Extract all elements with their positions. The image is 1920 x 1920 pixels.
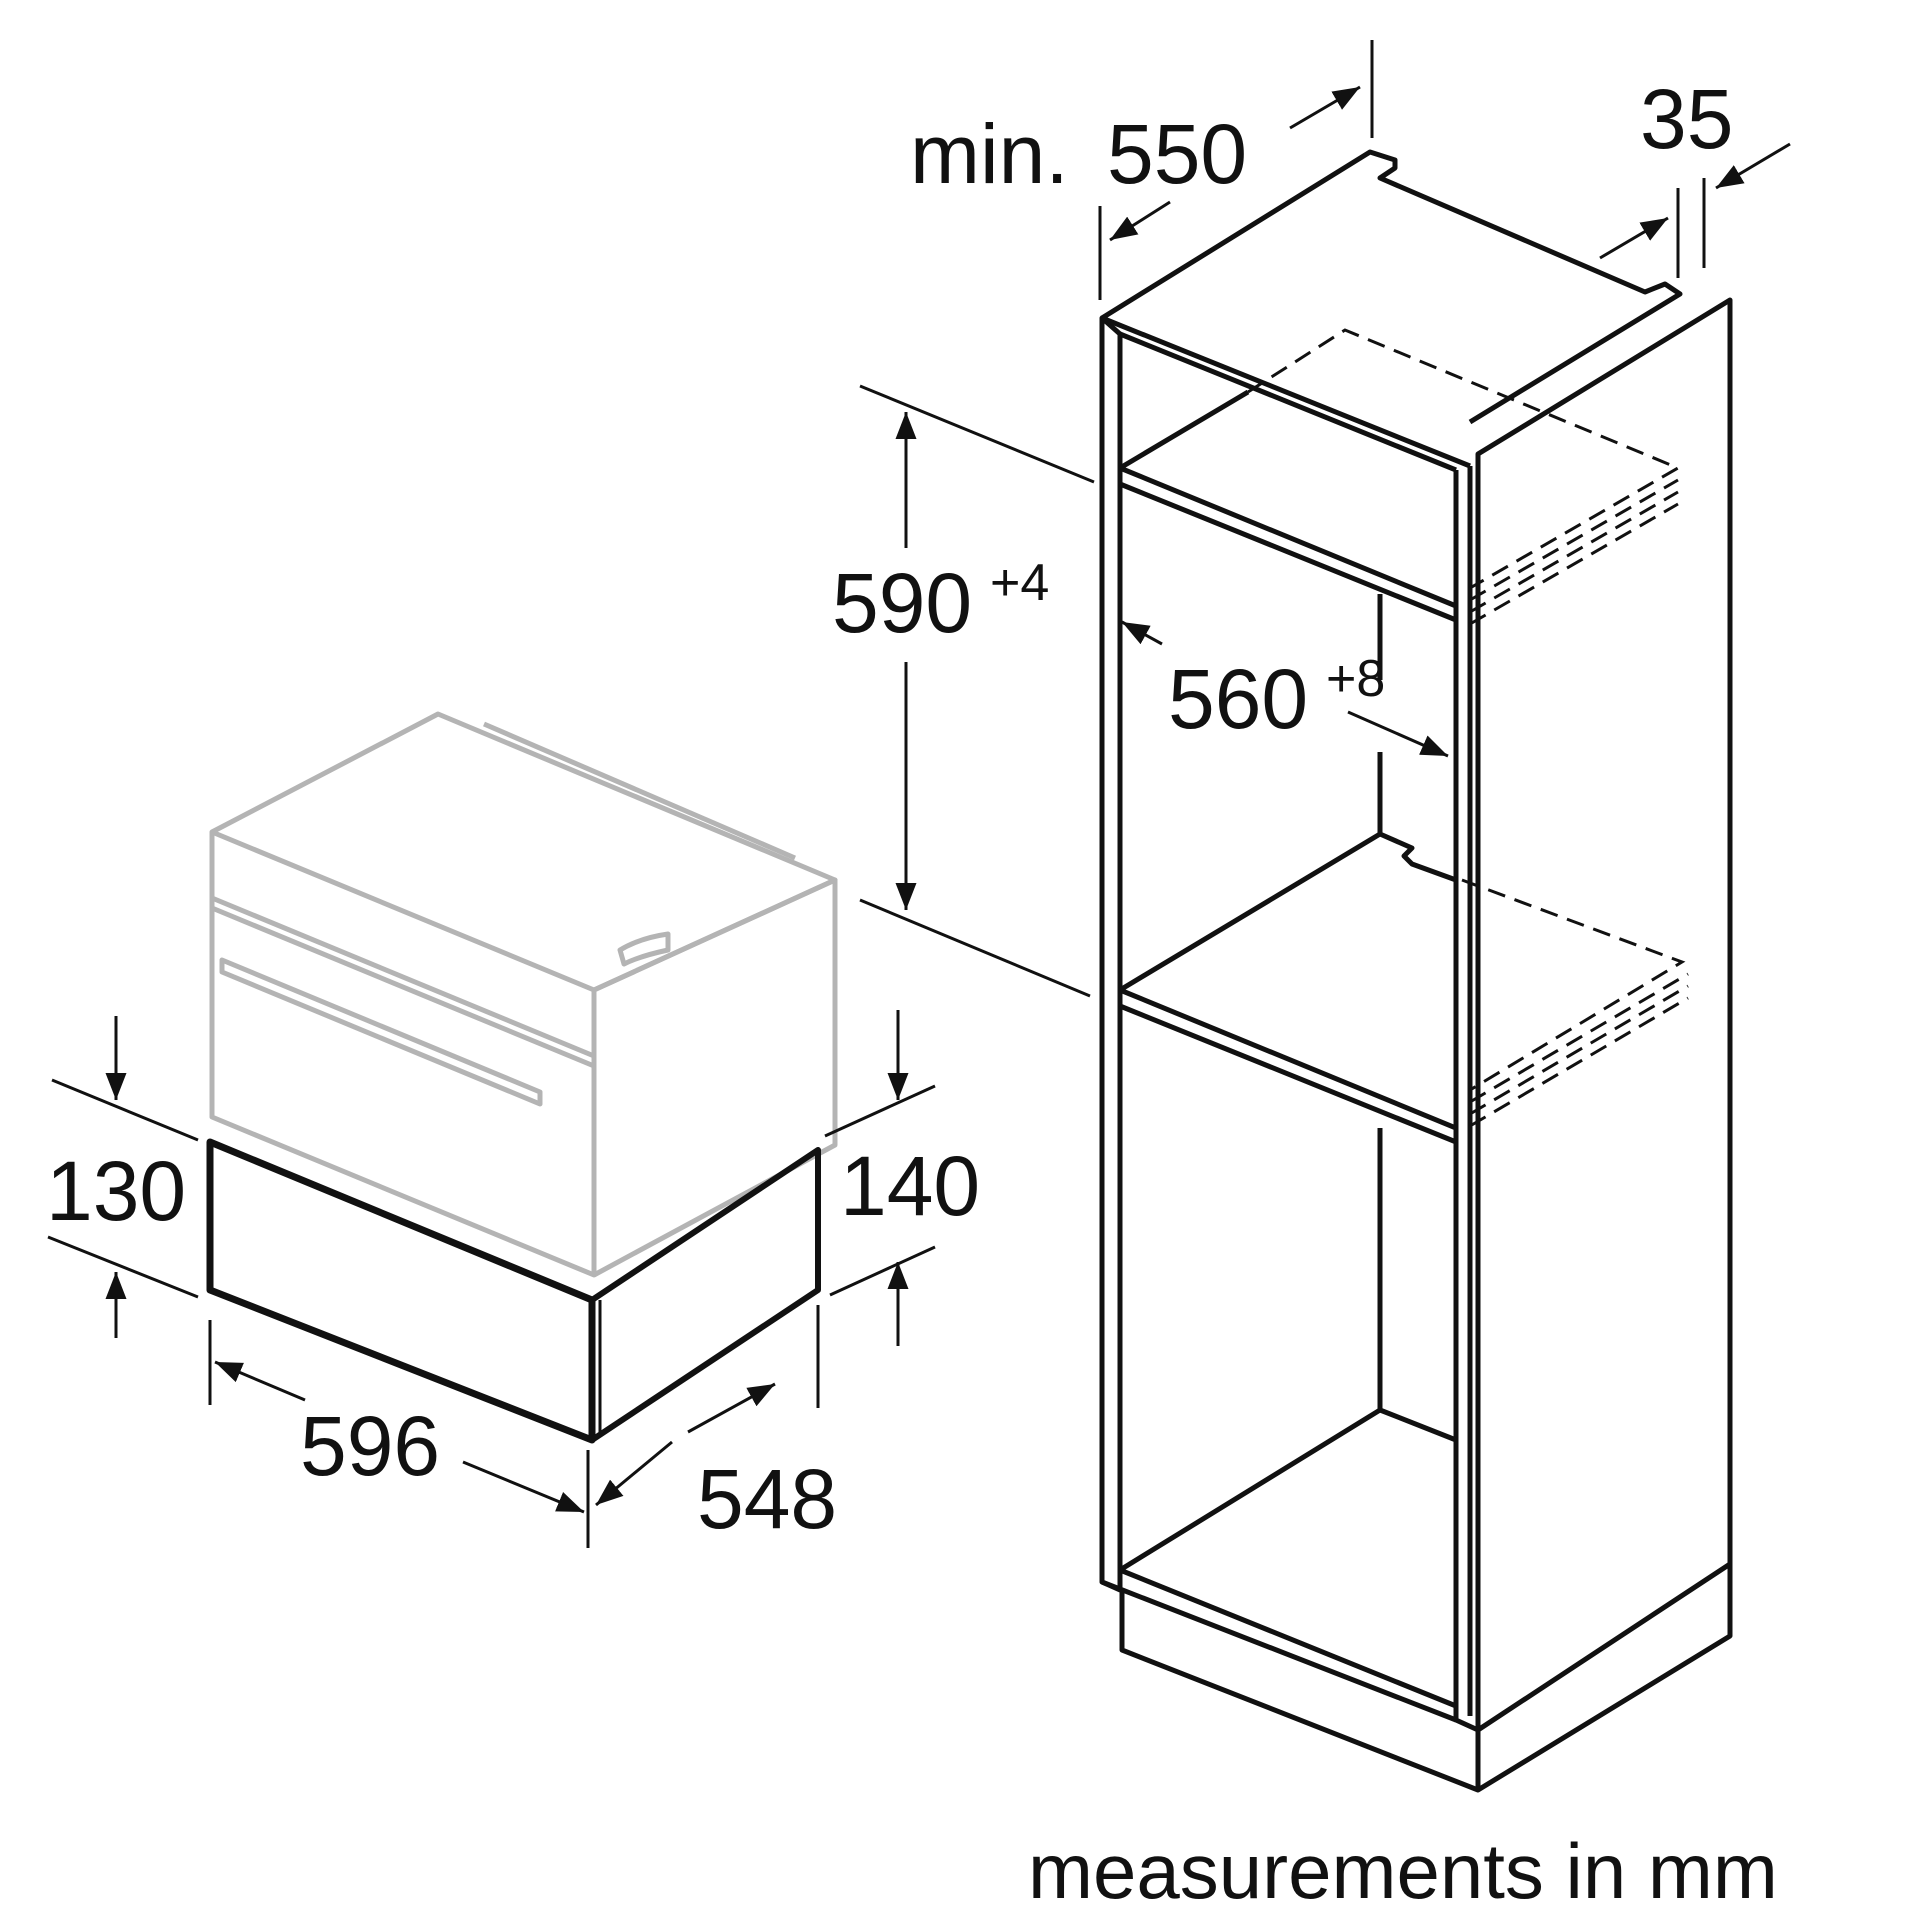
- label-drawer-height: 140: [840, 1139, 980, 1233]
- cabinet-dimension-lines: [859, 40, 1791, 998]
- warming-drawer: [206, 1138, 821, 1444]
- oven-front: [209, 829, 597, 1278]
- cabinet-dashed-outlines: [1247, 328, 1689, 1128]
- label-niche-width: 560: [1168, 652, 1308, 746]
- drawer-dimension-lines: [47, 1010, 936, 1548]
- oven-side: [592, 877, 838, 1278]
- label-drawer-front-height: 130: [46, 1144, 186, 1238]
- label-niche-depth-prefix: min.: [910, 107, 1069, 201]
- cabinet-plinth: [1119, 1564, 1733, 1793]
- label-niche-height: 590: [832, 556, 972, 650]
- label-niche-height-tolerance: +4: [990, 554, 1049, 612]
- cabinet-top: [1100, 149, 1683, 425]
- tall-cabinet: [1099, 149, 1733, 1793]
- oven-side-handle: [617, 931, 671, 967]
- label-drawer-depth: 548: [697, 1452, 837, 1546]
- caption-units: measurements in mm: [1028, 1827, 1778, 1915]
- label-drawer-width: 596: [300, 1399, 440, 1493]
- label-niche-depth: 550: [1107, 107, 1247, 201]
- drawer-front: [206, 1138, 596, 1444]
- oven-handle: [219, 957, 543, 1107]
- drawer-side: [590, 1147, 821, 1443]
- label-niche-width-tolerance: +8: [1326, 650, 1385, 708]
- oven-ghost: [209, 711, 838, 1278]
- label-rear-gap: 35: [1640, 72, 1733, 166]
- cabinet-front-left-panel: [1099, 315, 1123, 1593]
